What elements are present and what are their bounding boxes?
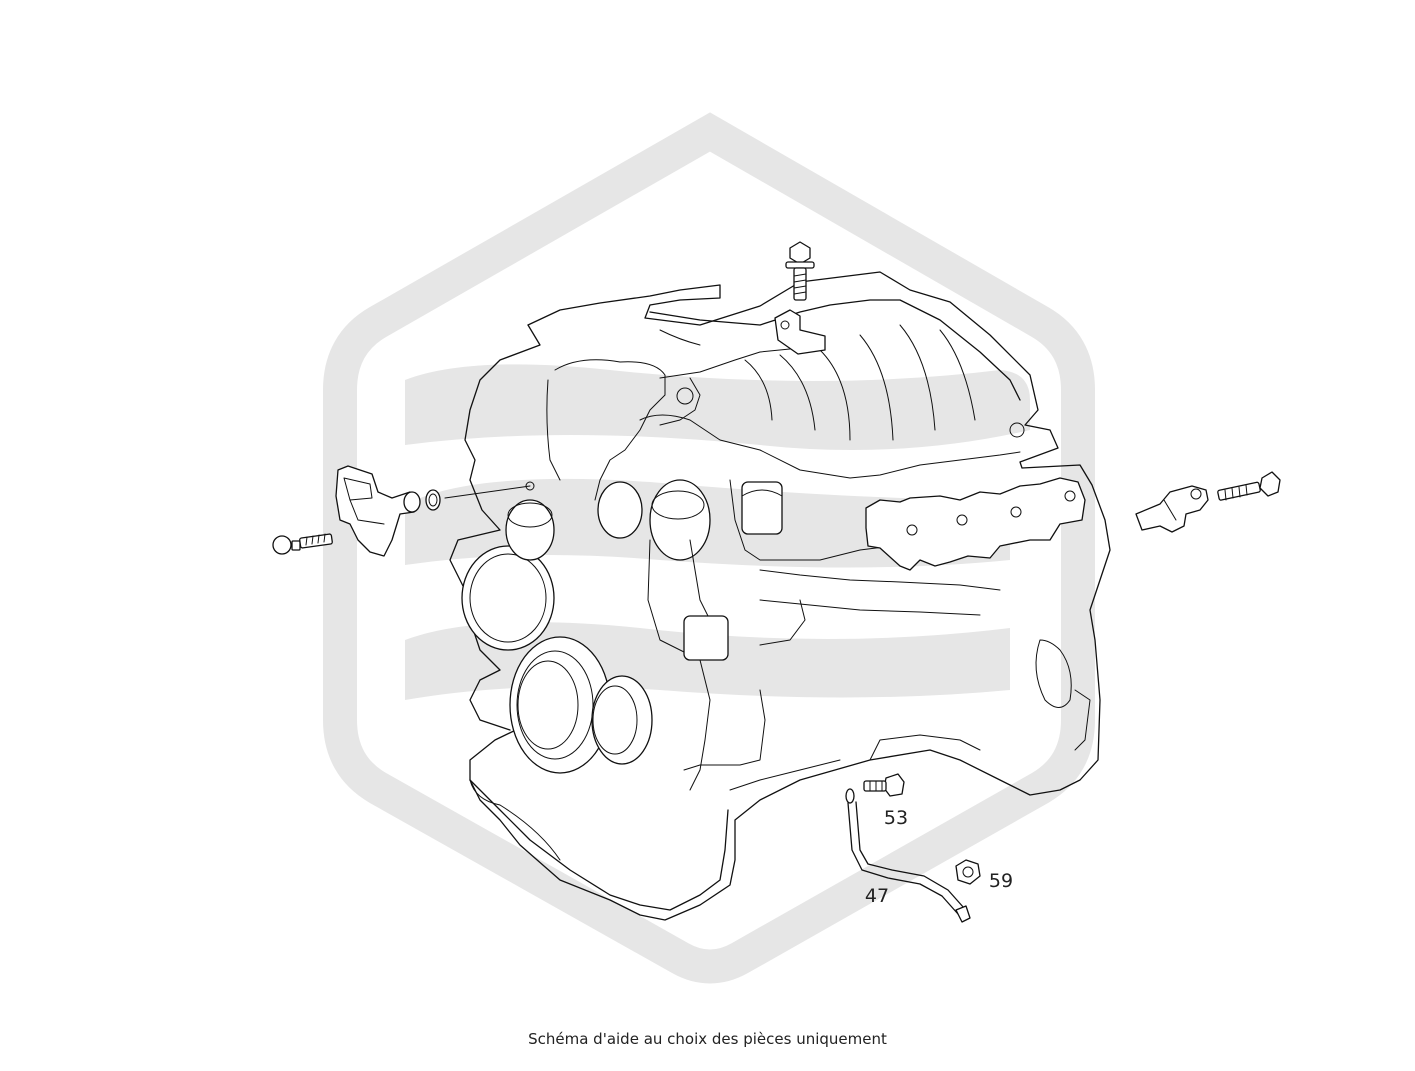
leader-line	[444, 485, 531, 499]
callout-53: 53	[884, 807, 908, 829]
right-sensor-group	[1135, 471, 1281, 533]
bolt-53-icon	[863, 773, 905, 797]
callout-47: 47	[865, 885, 889, 907]
crankshaft-sensor-icon	[1135, 485, 1209, 533]
pulleys	[461, 387, 1025, 791]
top-sensor-group	[774, 241, 826, 355]
top-bolt-icon	[785, 241, 815, 301]
o-ring-icon	[425, 489, 441, 511]
knock-sensor-icon	[774, 309, 826, 355]
right-bolt-icon	[1217, 471, 1281, 501]
ground-strap-icon	[845, 788, 971, 923]
callout-59: 59	[989, 870, 1013, 892]
nut-59-icon	[955, 859, 981, 885]
left-bolt-icon	[272, 533, 333, 555]
manifold-gasket	[865, 477, 1086, 571]
camshaft-sensor-icon	[335, 465, 421, 557]
bottom-parts-group	[845, 773, 981, 923]
left-sensor-group	[272, 465, 535, 557]
diagram-caption: Schéma d'aide au choix des pièces unique…	[528, 1030, 887, 1048]
